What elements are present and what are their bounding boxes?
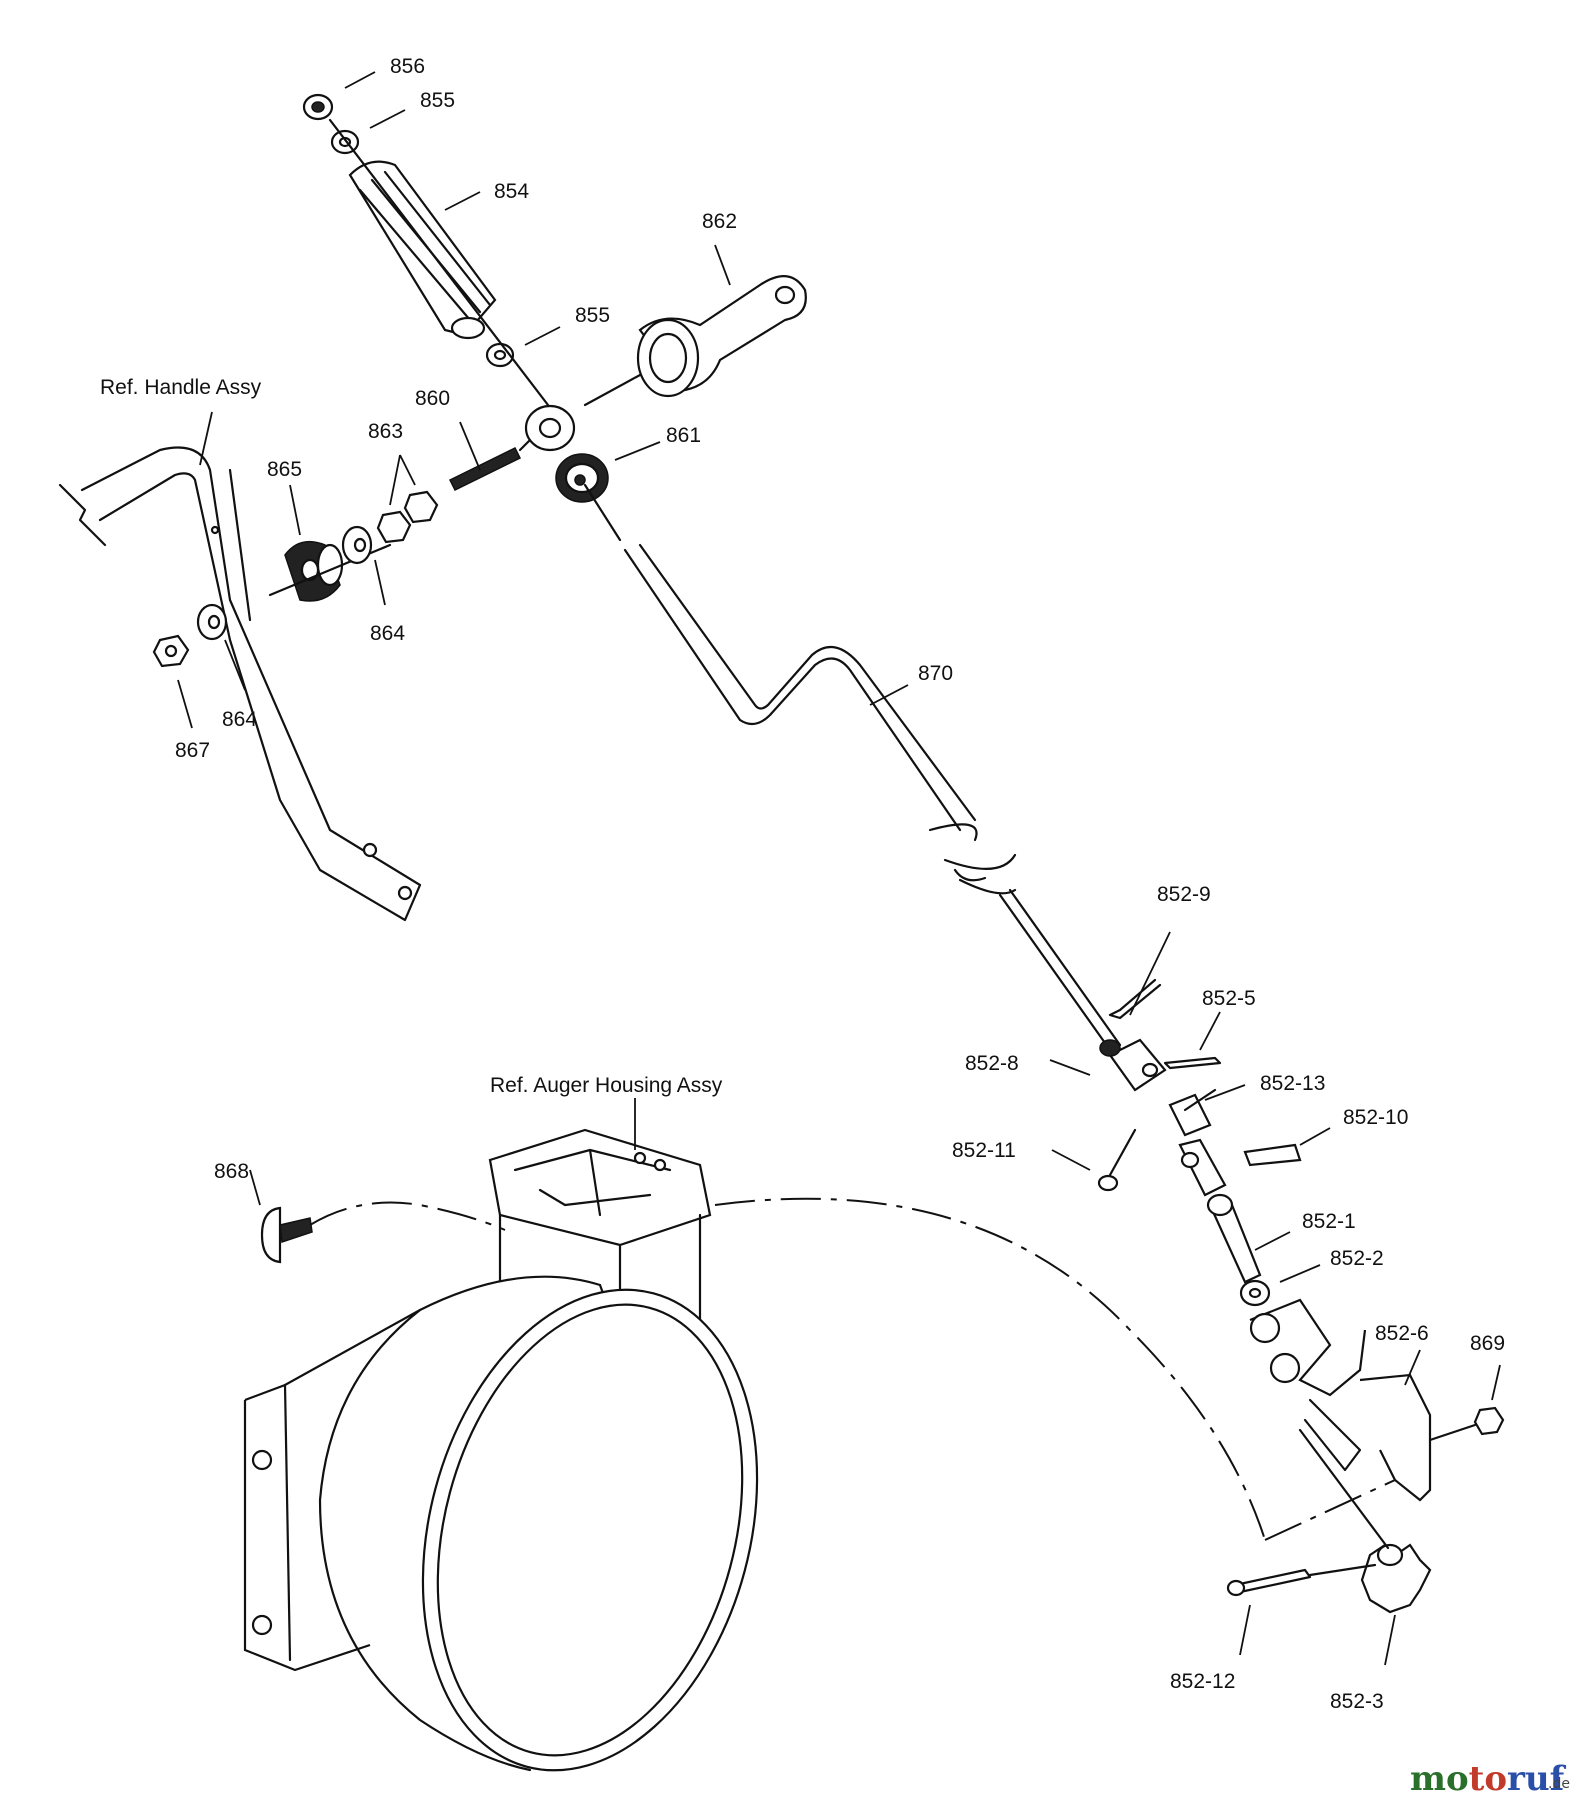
washer-864-upper (341, 525, 373, 565)
label-864-upper: 864 (370, 622, 405, 645)
svg-text:.de: .de (1548, 1776, 1570, 1792)
washer-852-2 (1239, 1279, 1271, 1307)
block-852-13 (1168, 1088, 1217, 1137)
label-860: 860 (415, 387, 450, 410)
label-852-2: 852-2 (1330, 1247, 1384, 1270)
label-864-lower: 864 (222, 708, 257, 731)
grip-854 (348, 160, 497, 340)
label-ref-handle-assy: Ref. Handle Assy (100, 376, 262, 399)
bracket-852-6 (1249, 1298, 1432, 1502)
washer-864-lower (196, 603, 228, 641)
label-855-top: 855 (420, 89, 455, 112)
label-852-11: 852-11 (952, 1139, 1016, 1162)
cotter-852-12 (1226, 1568, 1312, 1597)
label-861: 861 (666, 424, 701, 447)
knob-862 (636, 275, 807, 398)
label-868: 868 (214, 1160, 249, 1183)
washer-867-nut (152, 634, 190, 668)
label-855-mid: 855 (575, 304, 610, 327)
bushing-861 (555, 453, 609, 503)
label-852-12: 852-12 (1170, 1670, 1235, 1693)
label-852-5: 852-5 (1202, 987, 1256, 1010)
label-ref-auger-housing-assy: Ref. Auger Housing Assy (490, 1074, 723, 1097)
handle-assembly (58, 446, 422, 922)
part-labels: 856 855 854 862 855 Ref. Handle Assy 860… (100, 55, 1505, 1713)
label-867: 867 (175, 739, 210, 762)
auger-housing (243, 1128, 759, 1772)
clevis-852-8 (1099, 1038, 1167, 1092)
label-856: 856 (390, 55, 425, 78)
threaded-rod-860 (448, 446, 522, 492)
spacer-852-1 (1206, 1193, 1262, 1284)
nut-869 (1473, 1406, 1505, 1436)
label-869: 869 (1470, 1332, 1505, 1355)
label-852-13: 852-13 (1260, 1072, 1325, 1095)
label-852-3: 852-3 (1330, 1690, 1384, 1713)
label-865: 865 (267, 458, 302, 481)
cotter-852-5 (1163, 1056, 1222, 1070)
label-870: 870 (918, 662, 953, 685)
label-852-6: 852-6 (1375, 1322, 1429, 1345)
label-854: 854 (494, 180, 529, 203)
leader-lines (177, 71, 1501, 1666)
watermark-logo: motoruf .de (1410, 1759, 1570, 1799)
hairpin-852-9 (1108, 978, 1162, 1020)
rod-870 (623, 543, 1122, 1052)
label-852-10: 852-10 (1343, 1106, 1408, 1129)
washer-856 (302, 93, 334, 121)
gear-852-3 (1360, 1543, 1432, 1614)
bushing-865 (284, 540, 344, 602)
label-863: 863 (368, 420, 403, 443)
pin-852-10 (1243, 1143, 1302, 1167)
label-852-1: 852-1 (1302, 1210, 1356, 1233)
bolt-852-11 (1097, 1128, 1137, 1192)
eye-bolt (518, 404, 576, 452)
yoke (1178, 1138, 1227, 1197)
label-862: 862 (702, 210, 737, 233)
svg-text:motoruf: motoruf (1410, 1759, 1567, 1799)
label-852-8: 852-8 (965, 1052, 1019, 1075)
nuts-863 (376, 490, 439, 544)
carriage-bolt-868 (260, 1206, 313, 1264)
label-852-9: 852-9 (1157, 883, 1211, 906)
